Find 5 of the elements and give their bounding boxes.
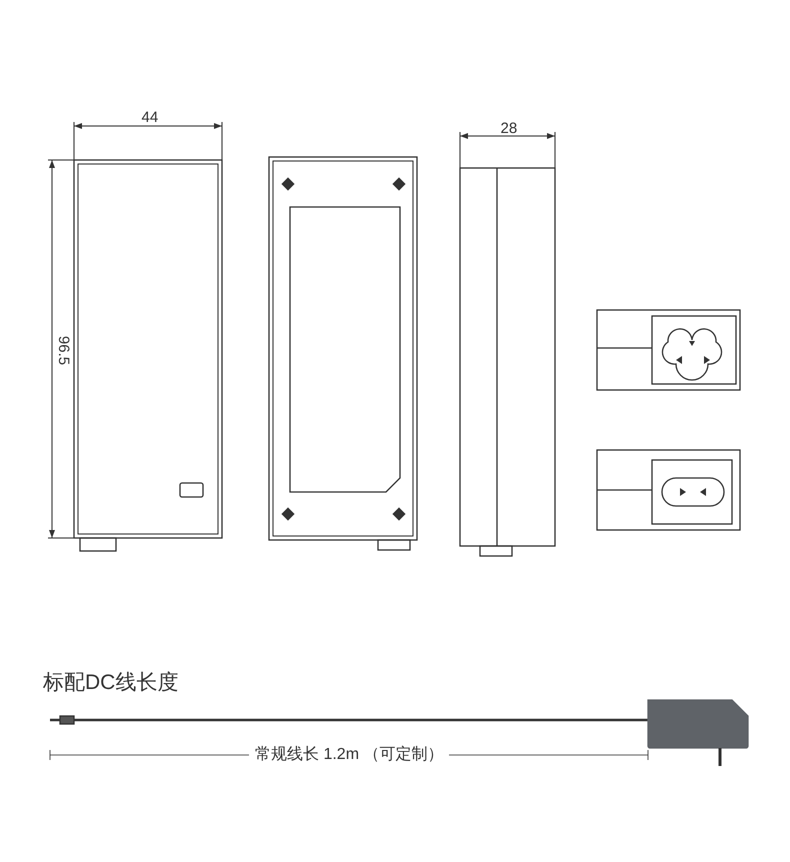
dimension-label: 28 [500,120,518,136]
dimension-label: 44 [142,110,158,124]
section-heading: 标配DC线长度 [43,672,178,692]
dimension-label: 常规线长 1.2m （可定制） [249,747,450,763]
dimension-label: 96.5 [56,335,71,365]
